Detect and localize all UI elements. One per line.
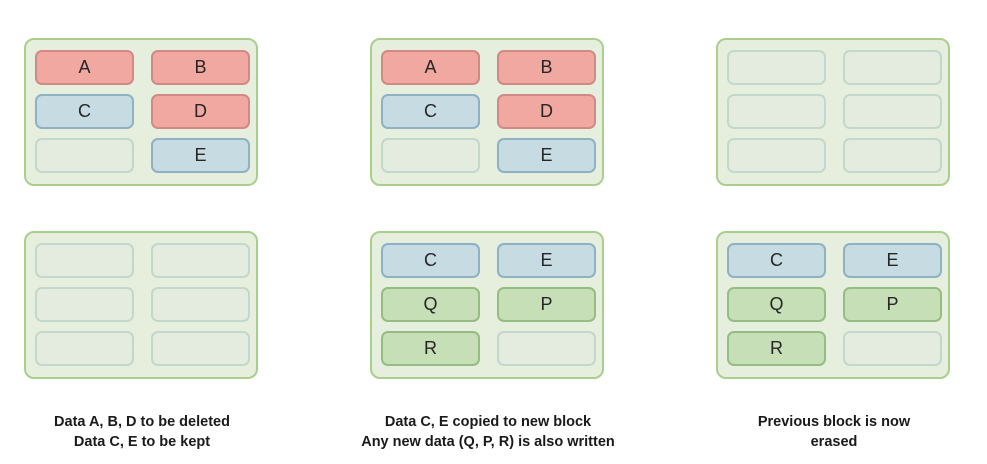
caption-right-line2: erased xyxy=(810,434,858,450)
empty-cell xyxy=(35,243,134,278)
empty-cell xyxy=(843,50,942,85)
caption-left-line2: Data C, E to be kept xyxy=(73,434,211,450)
data-cell-q: Q xyxy=(381,287,480,322)
data-cell-p: P xyxy=(843,287,942,322)
data-cell-d: D xyxy=(497,94,596,129)
caption-left: Data A, B, D to be deleted Data C, E to … xyxy=(0,412,292,452)
empty-cell xyxy=(35,138,134,173)
caption-left-line1: Data A, B, D to be deleted xyxy=(54,414,230,430)
empty-cell xyxy=(727,138,826,173)
caption-middle: Data C, E copied to new block Any new da… xyxy=(338,412,638,452)
block-top-right xyxy=(716,38,950,186)
caption-right: Previous block is now erased xyxy=(684,412,984,452)
data-cell-a: A xyxy=(381,50,480,85)
data-cell-d: D xyxy=(151,94,250,129)
data-cell-b: B xyxy=(497,50,596,85)
data-cell-e: E xyxy=(151,138,250,173)
empty-cell xyxy=(843,331,942,366)
caption-middle-line2: Any new data (Q, P, R) is also written xyxy=(361,434,615,450)
data-cell-c: C xyxy=(727,243,826,278)
empty-cell xyxy=(151,331,250,366)
data-cell-c: C xyxy=(381,94,480,129)
data-cell-e: E xyxy=(497,243,596,278)
data-cell-e: E xyxy=(843,243,942,278)
data-cell-b: B xyxy=(151,50,250,85)
data-cell-q: Q xyxy=(727,287,826,322)
empty-cell xyxy=(151,287,250,322)
empty-cell xyxy=(35,287,134,322)
data-cell-r: R xyxy=(727,331,826,366)
empty-cell xyxy=(497,331,596,366)
data-cell-c: C xyxy=(35,94,134,129)
caption-middle-line1: Data C, E copied to new block xyxy=(384,414,592,430)
empty-cell xyxy=(151,243,250,278)
data-cell-p: P xyxy=(497,287,596,322)
empty-cell xyxy=(35,331,134,366)
empty-cell xyxy=(381,138,480,173)
data-cell-r: R xyxy=(381,331,480,366)
data-cell-c: C xyxy=(381,243,480,278)
data-cell-e: E xyxy=(497,138,596,173)
empty-cell xyxy=(727,50,826,85)
block-bottom-left xyxy=(24,231,258,379)
caption-right-line1: Previous block is now xyxy=(757,414,911,430)
data-cell-a: A xyxy=(35,50,134,85)
empty-cell xyxy=(727,94,826,129)
empty-cell xyxy=(843,94,942,129)
empty-cell xyxy=(843,138,942,173)
